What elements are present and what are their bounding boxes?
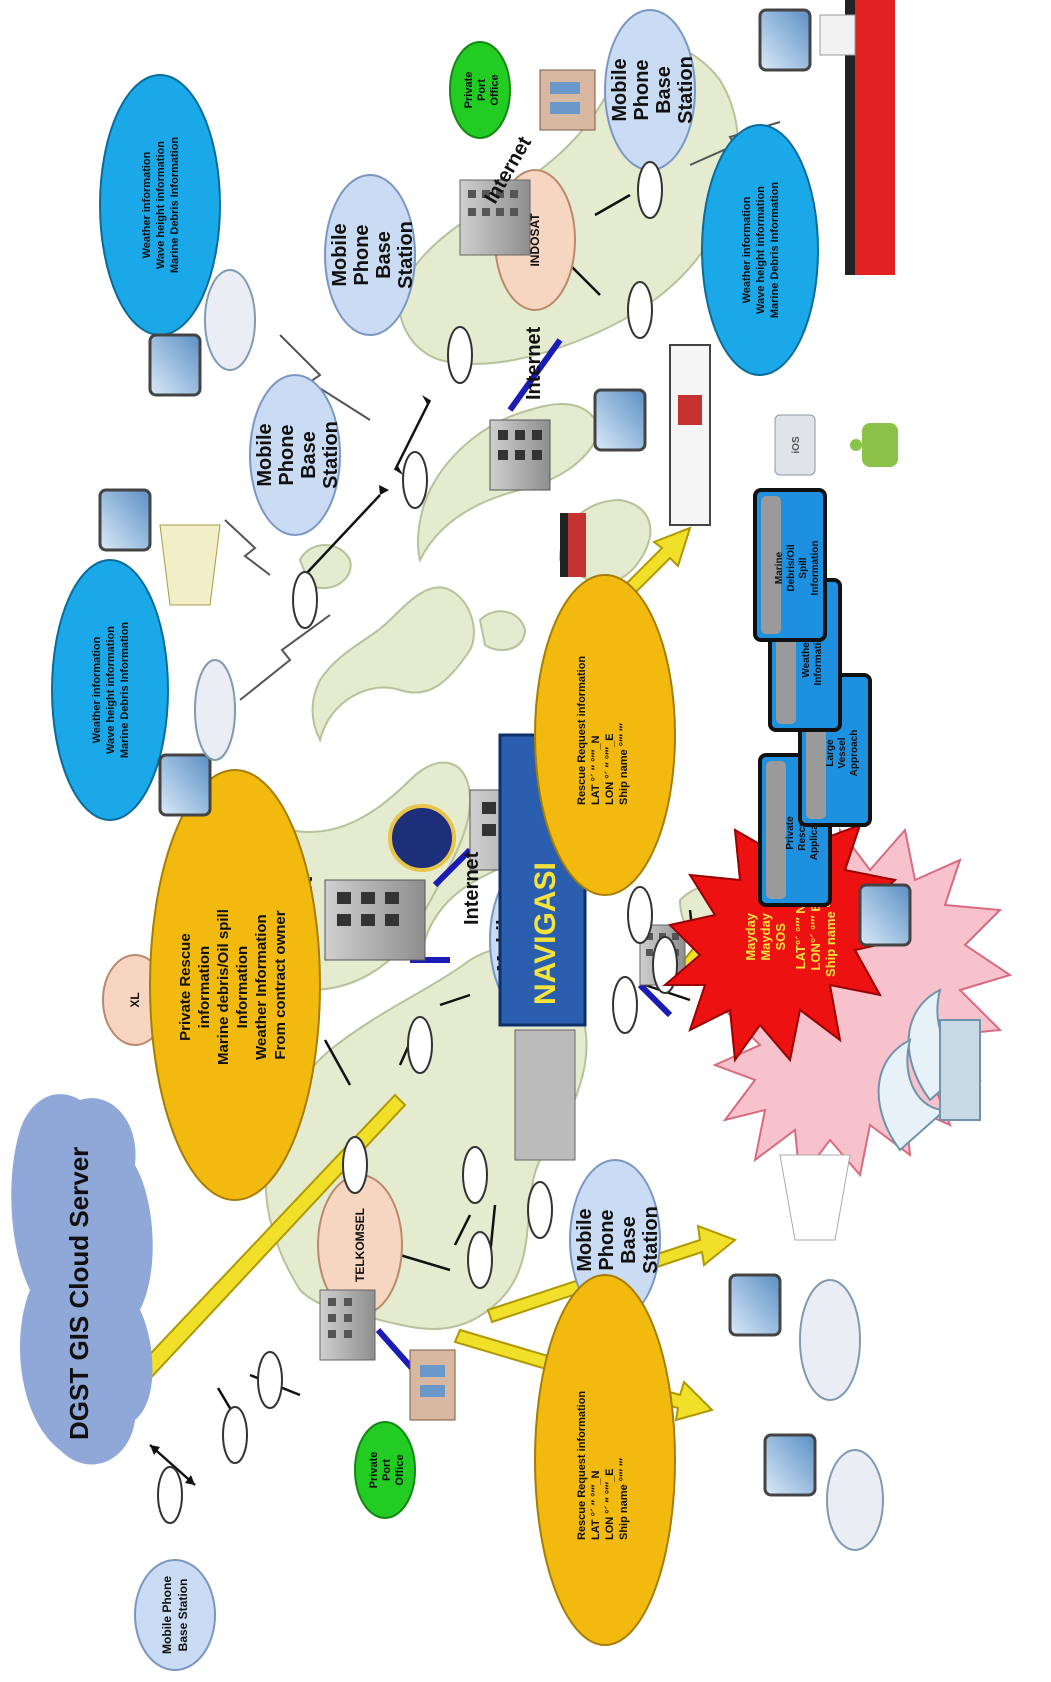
svg-text:MobilePhoneBaseStation: MobilePhoneBaseStation [254,421,342,489]
antenna-icon [402,451,428,509]
boat-icon [799,1279,861,1401]
lightning-icon [224,519,271,576]
svg-text:iOS: iOS [791,436,802,454]
antenna-icon [467,1231,493,1289]
building-icon [324,879,426,961]
boat-icon [204,269,256,371]
antenna-icon [157,1466,183,1524]
base-station-north: MobilePhoneBaseStation [324,174,417,336]
antenna-icon [407,1016,433,1074]
svg-text:INDOSAT: INDOSAT [528,213,542,267]
shipwreck-splash-icon [877,988,981,1152]
ship-icon [669,344,711,526]
distress-burst-red [662,779,903,1063]
antenna-icon [462,1146,488,1204]
antenna-icon [257,1351,283,1409]
building-icon [489,419,551,491]
cargo-ship-icon [819,0,895,275]
antennas [157,161,678,1524]
svg-text:PrivateRescueApplication: PrivateRescueApplication [785,806,820,860]
rescue-request-bubble-bottom: Rescue Request information LAT °´ ″ °′″_… [534,1274,676,1646]
app-card-marine-debris: MarineDebris/OilSpillInformation [753,488,827,642]
phone-icon [858,883,912,947]
svg-text:Private Rescue informa: Private Rescue information Marine debris… [177,905,289,1065]
ios-icon: iOS [774,414,816,476]
base-station-center: MobilePhoneBaseStation [249,374,342,536]
vessels [159,269,884,1551]
cloud-label: DGST GIS Cloud Server [64,1147,94,1440]
phones [98,8,912,1497]
svg-text:MarineDebris/OilSpillInformati: MarineDebris/OilSpillInformation [774,541,821,596]
svg-text:Rescue Request information: Rescue Request information LAT °´ ″ °′″_… [576,653,630,805]
navigasi-logo-icon [388,804,456,872]
android-icon [850,423,898,467]
building-icon [459,179,531,256]
svg-text:Internet: Internet [461,851,483,925]
rescue-request-bubble-top: Rescue Request information LAT °´ ″ °′″_… [534,574,676,896]
phone-icon [98,488,152,552]
port-office-south: PrivatePortOffice [354,1421,416,1519]
antenna-icon [292,571,318,629]
boat-icon [779,1154,851,1241]
boat-icon [826,1449,884,1551]
building-icon [409,1349,456,1421]
port-office-north: PrivatePortOffice [449,41,511,139]
svg-text:MobilePhoneBaseStation: MobilePhoneBaseStation [609,56,697,124]
svg-text:Rescue Request information: Rescue Request information LAT °´ ″ °′″_… [576,1388,630,1540]
svg-text:Mayday Mayday SOS: Mayday Mayday SOS LAT°´ °′″ N LON°´ °′″ … [743,893,838,977]
antenna-icon [627,886,653,944]
building-icon [539,69,596,131]
svg-text:WeatherInformation: WeatherInformation [801,631,824,686]
phone-icon [593,388,647,452]
antenna-icon [637,161,663,219]
lightning-icon [239,614,331,701]
svg-text:PrivatePortOffice: PrivatePortOffice [463,72,501,109]
gis-cloud-server: DGST GIS Cloud Server [11,1094,153,1465]
land-sulawesi [311,586,475,743]
airplane-icon [194,659,236,761]
app-cards: PrivateRescueApplication LargeVesselAppr… [753,414,898,907]
svg-text:PrivatePortOffice: PrivatePortOffice [368,1452,406,1489]
antenna-icon [612,976,638,1034]
svg-text:Mobile PhoneBase Station: Mobile PhoneBase Station [160,1576,190,1654]
phone-icon [158,753,212,817]
ship-icon [560,513,586,577]
boat-icon [159,524,221,606]
svg-text:MobilePhoneBaseStation: MobilePhoneBaseStation [329,221,417,289]
ships [560,0,895,577]
base-station-ne: MobilePhoneBaseStation [604,9,697,171]
private-rescue-bubble: Private Rescue information Marine debris… [149,769,321,1201]
svg-text:TELKOMSEL: TELKOMSEL [353,1208,367,1282]
yellow-bubbles: Private Rescue information Marine debris… [149,574,676,1646]
svg-text:Internet: Internet [523,326,545,400]
mayday-burst: Mayday Mayday SOS LAT°´ °′″ N LON°´ °′″ … [662,779,1013,1183]
antenna-icon [222,1406,248,1464]
phone-icon [728,1273,782,1337]
phone-icon [148,333,202,397]
svg-text:LargeVesselApproach: LargeVesselApproach [825,730,860,777]
svg-text:XL: XL [128,992,142,1007]
port-offices: PrivatePortOffice PrivatePortOffice [354,41,511,1519]
building-icon [319,1289,376,1361]
antenna-icon [627,281,653,339]
land-small-2 [478,610,527,651]
antenna-icon [342,1136,368,1194]
navigasi-label: NAVIGASI [529,862,562,1005]
antenna-icon [447,326,473,384]
lightning-icon [279,334,371,421]
antenna-icon [527,1181,553,1239]
phone-icon [758,8,812,72]
phone-icon [763,1433,817,1497]
svg-text:MobilePhoneBaseStation: MobilePhoneBaseStation [574,1206,662,1274]
